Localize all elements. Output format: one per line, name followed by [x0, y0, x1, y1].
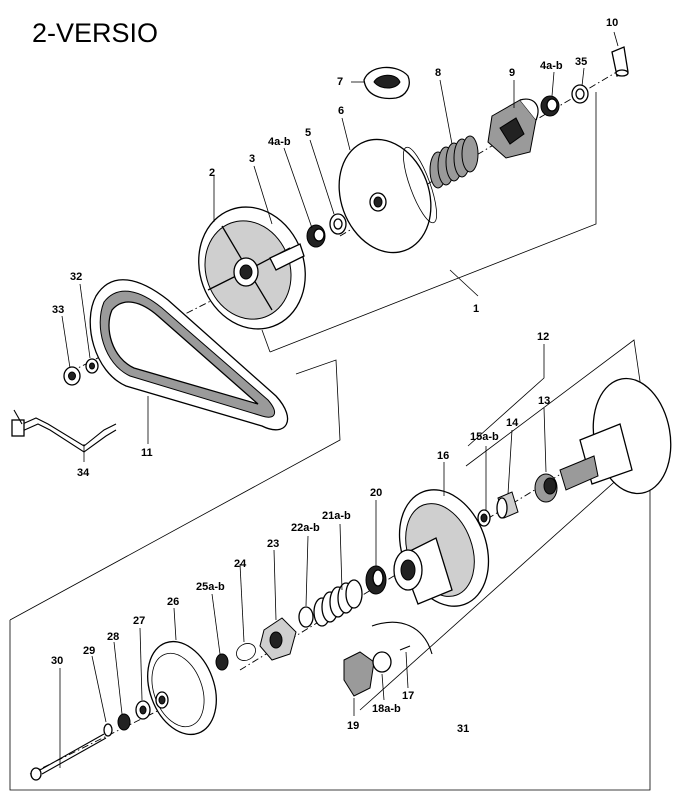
callout-9: 9 [509, 67, 515, 79]
callout-15ab: 15a-b [470, 431, 499, 443]
part-6-sheave [338, 138, 437, 254]
callout-21ab: 21a-b [322, 510, 351, 522]
callout-26: 26 [167, 596, 179, 608]
part-14-bushing [496, 491, 519, 519]
callout-20: 20 [370, 487, 382, 499]
part-10-pin [611, 46, 629, 77]
callout-13: 13 [538, 395, 550, 407]
part-24-ring [236, 643, 256, 661]
part-21ab-spring [313, 579, 363, 627]
callout-32: 32 [70, 271, 82, 283]
part-7-slider [363, 66, 410, 100]
callout-18ab: 18a-b [372, 703, 401, 715]
callout-33: 33 [52, 304, 64, 316]
callout-25ab: 25a-b [196, 581, 225, 593]
part-26-sheave [147, 640, 217, 736]
part-4ab-top-bushing [540, 95, 560, 117]
part-12-driven-sheave [559, 377, 672, 495]
part-13-bearing [534, 473, 558, 503]
part-22ab-washer [298, 606, 314, 628]
callout-27: 27 [133, 615, 145, 627]
part-4ab-bushing [306, 224, 326, 248]
callout-14: 14 [506, 417, 519, 429]
callout-24: 24 [234, 558, 247, 570]
part-28-washer [117, 713, 131, 731]
part-19-block [343, 651, 375, 697]
callout-19: 19 [347, 720, 359, 732]
part-16-sheave [393, 489, 490, 607]
part-35-washer [571, 84, 589, 104]
part-23-retainer [259, 617, 297, 661]
part-34-tool [11, 409, 117, 453]
part-17-pin [399, 645, 411, 651]
callout-10: 10 [606, 17, 618, 29]
part-5-washer [329, 213, 347, 235]
part-32-washer [85, 358, 99, 374]
callout-22ab: 22a-b [291, 522, 320, 534]
callout-4ab-top: 4a-b [540, 60, 563, 72]
part-2-sheave [198, 206, 306, 330]
callout-23: 23 [267, 538, 279, 550]
callout-16: 16 [437, 450, 449, 462]
callout-29: 29 [83, 645, 95, 657]
callout-31: 31 [457, 723, 469, 735]
callout-labels: 10 7 8 9 4a-b 35 6 4a-b 5 3 2 1 32 33 11… [51, 17, 618, 735]
callout-7: 7 [337, 76, 343, 88]
callout-34: 34 [77, 467, 90, 479]
part-27-washer [135, 700, 151, 720]
callout-11: 11 [141, 447, 153, 459]
callout-3: 3 [249, 153, 255, 165]
callout-4ab: 4a-b [268, 136, 291, 148]
part-29-washer [103, 723, 113, 737]
part-33-nut [63, 366, 81, 386]
callout-8: 8 [435, 67, 441, 79]
part-15ab-washer [477, 509, 491, 527]
callout-6: 6 [338, 105, 344, 117]
callout-12: 12 [537, 331, 549, 343]
part-9-cam [487, 98, 539, 159]
upper-assembly [11, 46, 629, 453]
callout-30: 30 [51, 655, 63, 667]
part-8-spring [429, 135, 479, 189]
part-11-belt [89, 279, 289, 431]
callout-35: 35 [575, 56, 587, 68]
part-25ab-bushing [215, 653, 229, 671]
part-30-bolt [30, 733, 107, 781]
part-20-bearing [365, 565, 387, 595]
callout-5: 5 [305, 127, 311, 139]
callout-28: 28 [107, 631, 119, 643]
part-18ab-disc [372, 651, 392, 673]
leader-lines [59, 31, 619, 768]
callout-2: 2 [209, 167, 215, 179]
diagram-title: 2-VERSIO [32, 18, 158, 48]
lower-assembly [9, 339, 672, 791]
callout-17: 17 [402, 690, 414, 702]
callout-1: 1 [473, 303, 479, 315]
